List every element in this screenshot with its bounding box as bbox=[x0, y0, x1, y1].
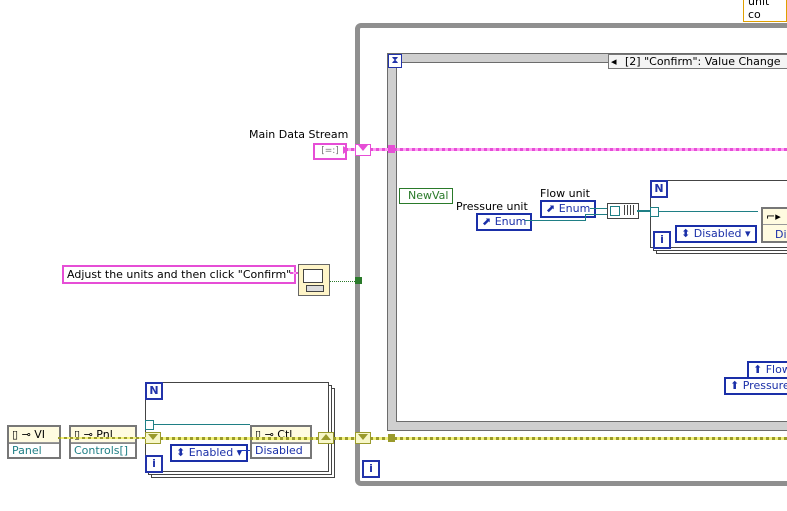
array-wire bbox=[637, 210, 650, 212]
message-string-constant[interactable]: Adjust the units and then click "Confirm… bbox=[62, 265, 297, 284]
inner-disabled-enum[interactable]: ⬍ Disabled ▾ bbox=[675, 225, 757, 243]
dropdown-arrow-icon[interactable]: ▾ bbox=[745, 227, 751, 240]
ctl-arrow-icon: ⊸ bbox=[264, 428, 274, 441]
ref-arrow-icon: ⬈ bbox=[482, 215, 492, 228]
n-text: N bbox=[654, 182, 664, 195]
error-wire-left bbox=[58, 437, 146, 439]
vi-node-foot: Panel bbox=[9, 443, 59, 457]
pressure-wire-h2 bbox=[585, 214, 607, 215]
i-text: i bbox=[660, 233, 664, 246]
left-inner-wire bbox=[153, 424, 250, 425]
dropdown-arrow-icon[interactable]: ▾ bbox=[236, 446, 243, 459]
enum-arrows-icon: ⬍ bbox=[681, 227, 691, 240]
flow-local-text: Flow bbox=[765, 363, 787, 376]
enabled-text: Enabled bbox=[188, 446, 234, 459]
boolean-tunnel[interactable] bbox=[355, 277, 362, 284]
error-wire-inner bbox=[160, 437, 318, 440]
error-wire-mid bbox=[333, 437, 355, 440]
pnl-node-head: ▯ ⊸ Pnl bbox=[71, 427, 135, 443]
main-data-stream-constant[interactable]: [=:] bbox=[313, 143, 347, 160]
inner-loop-count-terminal: N bbox=[650, 180, 668, 198]
ctl-property-node[interactable]: ▯ ⊸ Ctl Disabled bbox=[250, 425, 312, 459]
ctl-node-head: ▯ ⊸ Ctl bbox=[252, 427, 310, 443]
main-data-wire-inside bbox=[370, 148, 787, 151]
enabled-wire bbox=[238, 450, 250, 451]
event-error-tunnel[interactable] bbox=[388, 434, 395, 442]
while-loop-error-shift-register[interactable] bbox=[355, 432, 371, 444]
inner-indexing-tunnel[interactable] bbox=[650, 207, 659, 217]
one-button-dialog-icon[interactable] bbox=[298, 264, 330, 296]
enum-arrows-icon: ⬍ bbox=[176, 446, 186, 459]
left-loop-count-terminal: N bbox=[145, 382, 163, 400]
pressure-enum-text: Enum bbox=[494, 215, 527, 228]
vi-property-node[interactable]: ▯ ⊸ VI Panel bbox=[7, 425, 61, 459]
vi-node-head: ▯ ⊸ VI bbox=[9, 427, 59, 443]
left-loop-error-tunnel-out[interactable] bbox=[318, 432, 334, 444]
fragment-text: unit co bbox=[748, 0, 770, 21]
hourglass-icon: ⧗ bbox=[388, 54, 402, 68]
pnl-property-node[interactable]: ▯ ⊸ Pnl Controls[] bbox=[69, 425, 137, 459]
flow-enum-text: Enum bbox=[558, 202, 591, 215]
pressure-unit-label: Pressure unit bbox=[456, 200, 528, 213]
newval-label: NewVal bbox=[408, 189, 449, 202]
inner-ctl-property-node[interactable]: ⌐▸ bbox=[761, 207, 787, 243]
pressure-local-text: Pressure bbox=[742, 379, 787, 392]
dialog-output-wire bbox=[330, 281, 355, 282]
message-text: Adjust the units and then click "Confirm… bbox=[67, 268, 292, 281]
inner-loop-iteration-terminal: i bbox=[653, 231, 671, 249]
pressure-wire bbox=[525, 220, 585, 221]
cluster-const-text: [=:] bbox=[321, 146, 339, 156]
event-structure[interactable] bbox=[387, 53, 787, 431]
ref-arrow-icon: ⬈ bbox=[546, 202, 556, 215]
ref-node-head: ⌐▸ bbox=[763, 209, 787, 225]
top-right-label-fragment: unit co bbox=[743, 0, 787, 22]
pressure-unit-local[interactable]: ⬈ Enum bbox=[476, 213, 533, 231]
pnl-arrow-icon: ⊸ bbox=[83, 428, 93, 441]
write-arrow-icon: ⬆ bbox=[730, 379, 740, 392]
i-text: i bbox=[152, 457, 156, 470]
while-loop-iteration-terminal: i bbox=[362, 460, 380, 478]
flow-wire bbox=[590, 208, 607, 209]
pressure-wire-v bbox=[585, 214, 586, 221]
main-data-stream-label: Main Data Stream bbox=[249, 128, 349, 141]
pressure-write-local[interactable]: ⬆ Pressure bbox=[724, 377, 787, 395]
i-text: i bbox=[369, 462, 373, 475]
build-array-icon[interactable] bbox=[607, 203, 639, 219]
shift-register-left-pink[interactable] bbox=[355, 144, 371, 156]
while-loop[interactable] bbox=[355, 23, 787, 486]
event-case-selector[interactable]: ◂ [2] "Confirm": Value Change bbox=[608, 54, 787, 69]
enabled-enum-constant[interactable]: ⬍ Enabled ▾ bbox=[170, 444, 249, 462]
flow-unit-label: Flow unit bbox=[540, 187, 590, 200]
event-case-label: [2] "Confirm": Value Change bbox=[625, 55, 781, 68]
case-left-arrow-icon[interactable]: ◂ bbox=[611, 55, 617, 68]
write-arrow-icon: ⬆ bbox=[753, 363, 763, 376]
pnl-label: Pnl bbox=[96, 428, 113, 441]
error-wire-right bbox=[370, 437, 787, 440]
n-text: N bbox=[149, 384, 159, 397]
inner-disabled-text: Disabled bbox=[693, 227, 742, 240]
vi-arrow-icon: ⊸ bbox=[21, 428, 31, 441]
main-data-wire-short bbox=[345, 148, 355, 151]
inner-wire bbox=[658, 211, 758, 212]
vi-label: VI bbox=[34, 428, 46, 441]
left-indexing-tunnel[interactable] bbox=[145, 420, 154, 430]
ctl-node-foot: Disabled bbox=[252, 443, 310, 457]
left-loop-error-tunnel-in[interactable] bbox=[145, 432, 161, 444]
message-wire bbox=[290, 272, 298, 274]
left-loop-iteration-terminal: i bbox=[145, 455, 163, 473]
flow-unit-local[interactable]: ⬈ Enum bbox=[540, 200, 597, 218]
newval-event-data-node: NewVal bbox=[399, 188, 454, 204]
event-pink-tunnel[interactable] bbox=[388, 145, 395, 153]
inner-disabled-right-text: Di bbox=[775, 228, 787, 241]
pnl-node-foot: Controls[] bbox=[71, 443, 135, 457]
